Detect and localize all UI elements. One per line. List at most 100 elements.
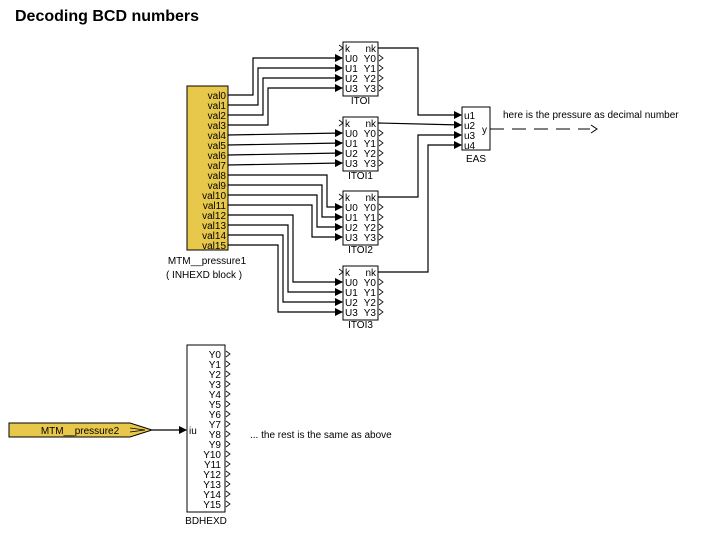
itoi-output-Y0: Y0 [364,278,377,289]
rest-annotation: ... the rest is the same as above [250,430,392,441]
inhexd-block[interactable]: val0val1val2val3val4val5val6val7val8val9… [166,85,247,281]
wire-val4[interactable] [227,129,343,138]
wire-val15[interactable] [228,244,343,316]
itoi-body[interactable] [342,116,379,172]
output-port-icon [225,380,231,388]
inhexd-output-val2: val2 [208,111,227,122]
bdhexd-output-Y12: Y12 [203,470,221,481]
output-port-icon [378,149,384,157]
itoi-input-U3: U3 [345,233,358,244]
input-port-icon [338,44,344,52]
eas-input-u4: u4 [464,141,476,152]
bdhexd-name: BDHEXD [185,516,227,527]
wire-val3[interactable] [228,84,343,126]
wire-val0[interactable] [228,54,343,96]
output-port-icon [225,450,231,458]
output-port-icon [225,490,231,498]
itoi-output-Y3: Y3 [364,84,377,95]
output-port-icon [225,420,231,428]
output-port-icon [225,430,231,438]
inhexd-output-val14: val14 [202,231,226,242]
inhexd-output-val6: val6 [208,151,227,162]
inhexd-output-val13: val13 [202,221,226,232]
wire-nk-itoi3[interactable] [378,141,462,273]
wire-val7[interactable] [227,159,343,168]
wire-val5[interactable] [227,139,343,148]
wire-val6[interactable] [227,149,343,158]
eas-input-u3: u3 [464,131,476,142]
eas-body[interactable] [461,106,491,151]
wire-nk-itoi2[interactable] [378,131,462,198]
output-port-icon [378,278,384,286]
output-port-icon [225,460,231,468]
itoi-output-Y3: Y3 [364,159,377,170]
input-tag-block[interactable]: MTM__pressure2 [8,422,154,438]
itoi-output-Y0: Y0 [364,54,377,65]
output-port-icon [225,470,231,478]
itoi-input-U0: U0 [345,278,358,289]
wire-val8[interactable] [228,174,343,211]
output-port-icon [378,213,384,221]
bdhexd-block[interactable]: Y0Y1Y2Y3Y4Y5Y6Y7Y8Y9Y10Y11Y12Y13Y14Y15iu… [185,344,231,527]
tag-pointer-icon [129,427,146,433]
wire-val10[interactable] [228,194,343,231]
bdhexd-output-Y0: Y0 [209,350,222,361]
inhexd-output-val11: val11 [203,201,227,212]
itoi-output-Y1: Y1 [364,288,377,299]
bdhexd-output-Y15: Y15 [203,500,221,511]
wire-val9[interactable] [228,184,343,221]
bdhexd-input-label: iu [189,426,197,437]
itoi-output-Y2: Y2 [364,223,377,234]
bdhexd-body[interactable] [186,344,226,513]
itoi-input-U2: U2 [345,298,358,309]
output-port-icon [225,480,231,488]
wire-val14[interactable] [228,234,343,306]
output-port-icon [225,440,231,448]
output-port-icon [378,223,384,231]
arrow-right-icon [590,124,598,134]
itoi-k-label: k [345,193,351,204]
inhexd-output-val3: val3 [208,121,227,132]
inhexd-body[interactable] [186,85,229,251]
itoi-body[interactable] [342,265,379,321]
output-port-icon [225,350,231,358]
bdhexd-output-Y10: Y10 [203,450,221,461]
bdhexd-output-Y2: Y2 [209,370,222,381]
output-port-icon [378,129,384,137]
itoi-name: ITOI [351,96,370,107]
itoi-name: ITOI1 [348,171,373,182]
wire-val13[interactable] [228,224,343,296]
wire-nk-itoi[interactable] [378,47,462,119]
inhexd-output-val15: val15 [202,241,226,252]
output-port-icon [225,410,231,418]
output-port-icon [378,288,384,296]
bdhexd-output-Y1: Y1 [209,360,222,371]
output-port-icon [378,203,384,211]
output-port-icon [378,233,384,241]
input-tag-body[interactable] [8,422,154,438]
wire-val12[interactable] [228,214,343,286]
wire-nk-itoi1[interactable] [377,120,462,129]
output-port-icon [378,84,384,92]
itoi-k-label: k [345,44,351,55]
output-port-icon [378,298,384,306]
output-port-icon [225,370,231,378]
itoi-body[interactable] [342,190,379,246]
output-port-icon [225,500,231,508]
bdhexd-output-Y13: Y13 [203,480,221,491]
wire-val2[interactable] [228,74,343,116]
input-tag-label: MTM__pressure2 [41,426,120,437]
itoi-name: ITOI3 [348,320,373,331]
itoi-k-label: k [345,268,351,279]
wire-val1[interactable] [228,64,343,106]
wire-val11[interactable] [228,204,343,241]
itoi-body[interactable] [342,41,379,97]
eas-name: EAS [466,154,486,165]
itoi-output-Y3: Y3 [364,233,377,244]
itoi-input-U3: U3 [345,159,358,170]
